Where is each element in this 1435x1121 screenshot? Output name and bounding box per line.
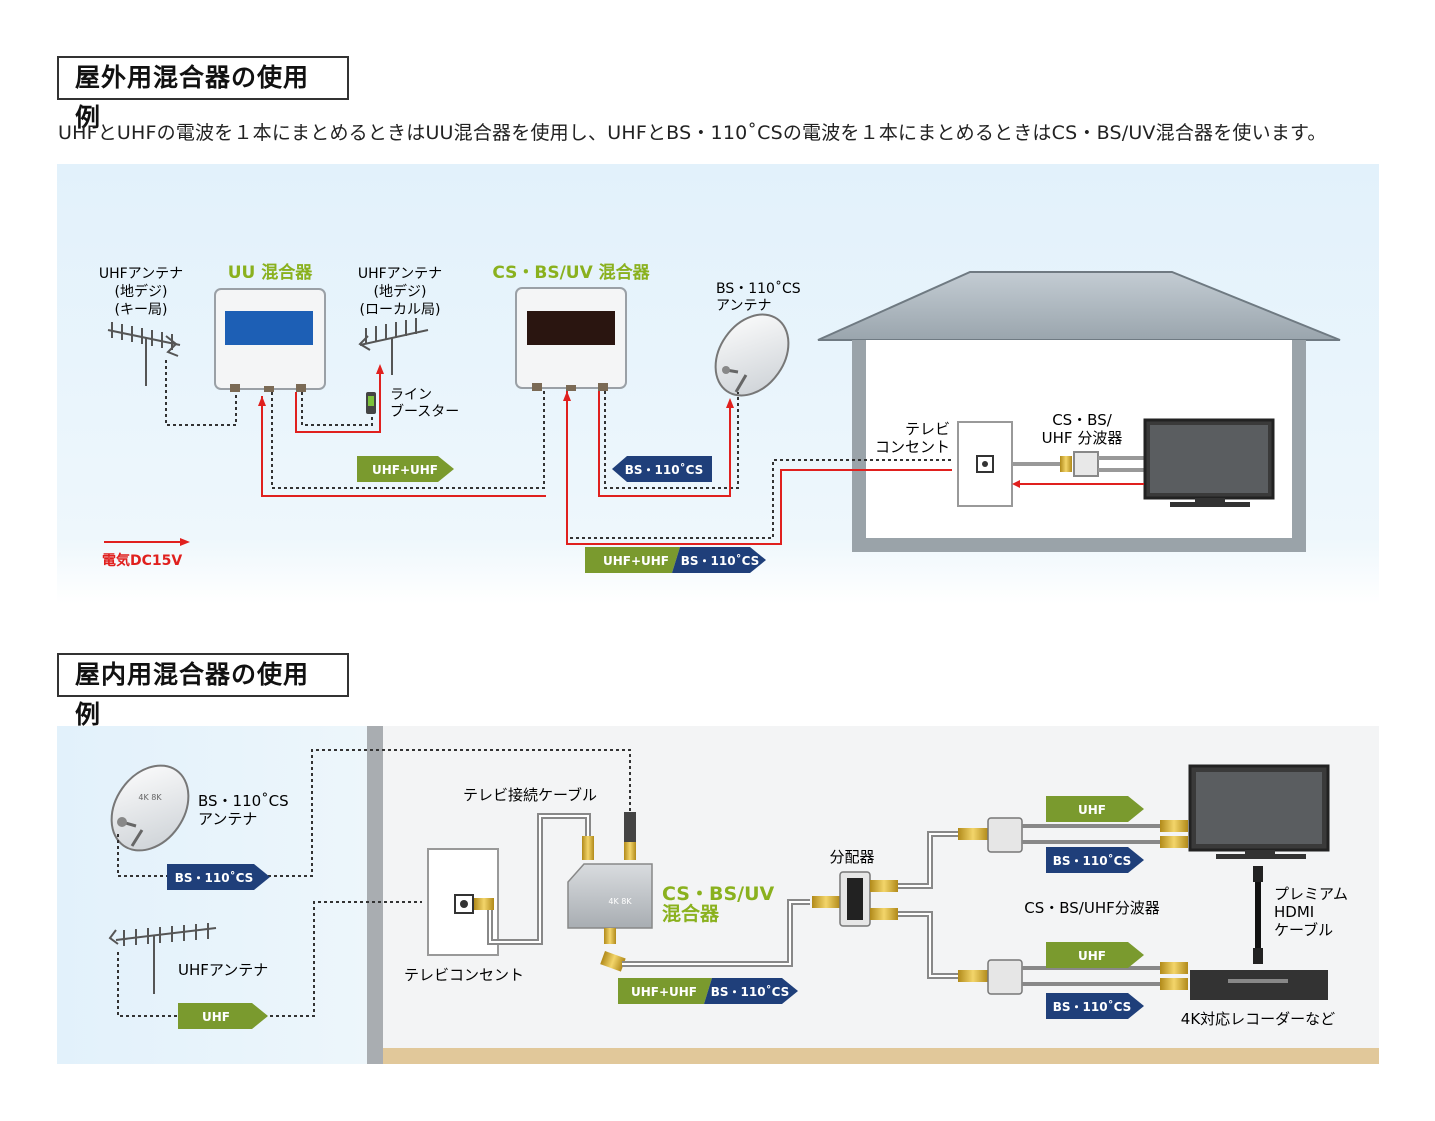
hdmi-label-3: ケーブル [1274,921,1333,939]
arrow-bs-cs-outdoor-label: BS・110˚CS [625,462,704,477]
distributor-device [839,871,898,927]
indoor-wall [367,726,383,1064]
tv-outlet-indoor-label: テレビコンセント [404,966,524,984]
arrow-bs-bottom-label: BS・110˚CS [1053,999,1132,1014]
cs-bs-uv-mixer-device [515,287,627,391]
arrow-combined-indoor-label-b: BS・110˚CS [711,984,790,999]
splitter-top-device [958,817,1188,853]
arrow-bs-top-label: BS・110˚CS [1053,853,1132,868]
uu-mixer-label: UU 混合器 [228,262,314,283]
uhf-antenna-local-label-3: (ローカル局) [360,302,441,318]
arrow-uhf-indoor-label: UHF [202,1010,230,1024]
uhf-antenna-indoor-label: UHFアンテナ [178,961,268,979]
mixer-logo-text: 4K 8K [608,897,632,906]
tv-outlet-outdoor [957,421,1013,507]
arrow-bs-cs-indoor [167,864,270,890]
arrow-uhf-top-indoor [1046,796,1144,822]
bs-antenna-indoor-label-1: BS・110˚CS [198,792,289,810]
uhf-antenna-key-icon [107,322,181,386]
splitter-indoor-label: CS・BS/UHF分波器 [1024,899,1159,917]
arrow-combined-outdoor-label-a: UHF+UHF [603,554,669,568]
arrow-uhf-top-label: UHF [1078,803,1106,817]
line-booster-label-2: ブースター [390,403,459,420]
bs-dish-outdoor-icon [714,313,790,397]
tv-outlet-outdoor-label-2: コンセント [875,438,950,456]
arrow-combined-outdoor-label-b: BS・110˚CS [681,553,760,568]
indoor-floor [383,1048,1379,1064]
legend-power-label: 電気DC15V [102,552,182,569]
recorder-label: 4K対応レコーダーなど [1181,1010,1335,1028]
bs-dish-indoor-icon: 4K 8K [110,764,190,852]
dish-logo-text: 4K 8K [138,793,162,802]
indoor-title: 屋内用混合器の使用例 [57,653,349,729]
tv-cable-label: テレビ接続ケーブル [463,786,597,804]
recorder-icon [1190,970,1328,1000]
uhf-antenna-local-icon [358,318,429,375]
distributor-to-splitter-cables [898,831,958,979]
line-booster-icon [366,392,376,414]
arrow-bs-cs-outdoor [612,456,712,482]
arrow-combined-outdoor [585,547,766,573]
bs-antenna-outdoor-label-2: アンテナ [716,298,771,314]
legend-power-arrow [104,538,190,546]
arrow-uhf-bottom-label: UHF [1078,949,1106,963]
uhf-antenna-local-label-2: (地デジ) [374,283,427,300]
arrow-combined-indoor-label-a: UHF+UHF [631,985,697,999]
outdoor-power-lines [261,374,1144,545]
bs-antenna-outdoor-label-1: BS・110˚CS [716,280,801,297]
indoor-coax-dotted [117,749,631,1017]
bs-antenna-indoor-label-2: アンテナ [198,810,257,828]
uhf-antenna-indoor-icon [108,923,217,994]
outdoor-description: UHFとUHFの電波を１本にまとめるときはUU混合器を使用し、UHFとBS・11… [58,122,1327,144]
uu-mixer-device [214,288,326,392]
arrow-uhf-uhf-outdoor-label: UHF+UHF [372,463,438,477]
arrow-uhf-uhf-outdoor [357,456,454,482]
outdoor-title: 屋外用混合器の使用例 [57,56,349,132]
mixer-indoor-label-1: CS・BS/UV [662,883,775,905]
arrow-uhf-bottom-indoor [1046,942,1144,968]
mixer-to-distributor-cable [622,896,840,967]
hdmi-label-2: HDMI [1274,903,1314,921]
outdoor-power-arrowheads [258,364,1020,488]
tv-connection-cable [487,812,636,945]
uhf-antenna-key-label-2: (地デジ) [115,283,168,300]
uhf-antenna-key-label-1: UHFアンテナ [99,266,183,282]
line-booster-label-1: ライン [390,387,432,403]
distributor-label: 分配器 [829,848,874,866]
cs-bs-uv-mixer-indoor-device: 4K 8K [567,863,653,972]
tv-outlet-outdoor-label-1: テレビ [905,420,950,438]
tv-outdoor-icon [1143,418,1275,507]
tv-indoor-icon [1188,764,1330,859]
splitter-outdoor-label-2: UHF 分波器 [1042,429,1123,447]
uhf-antenna-local-label-1: UHFアンテナ [358,266,442,282]
mixer-indoor-label-2: 混合器 [662,902,720,925]
splitter-outdoor-icon [1012,451,1144,477]
arrow-bs-cs-indoor-label: BS・110˚CS [175,870,254,885]
splitter-bottom-device [958,959,1188,995]
arrow-combined-indoor [618,978,798,1004]
arrow-bs-top-indoor [1046,847,1144,873]
splitter-outdoor-label-1: CS・BS/ [1052,411,1113,429]
cs-bs-uv-mixer-label: CS・BS/UV 混合器 [492,262,650,283]
tv-outlet-indoor [427,848,499,956]
arrow-bs-bottom-indoor [1046,993,1144,1019]
hdmi-cable-icon [1253,866,1263,964]
uhf-antenna-key-label-3: (キー局) [115,302,168,318]
hdmi-label-1: プレミアム [1274,885,1348,903]
arrow-uhf-indoor [178,1003,268,1029]
